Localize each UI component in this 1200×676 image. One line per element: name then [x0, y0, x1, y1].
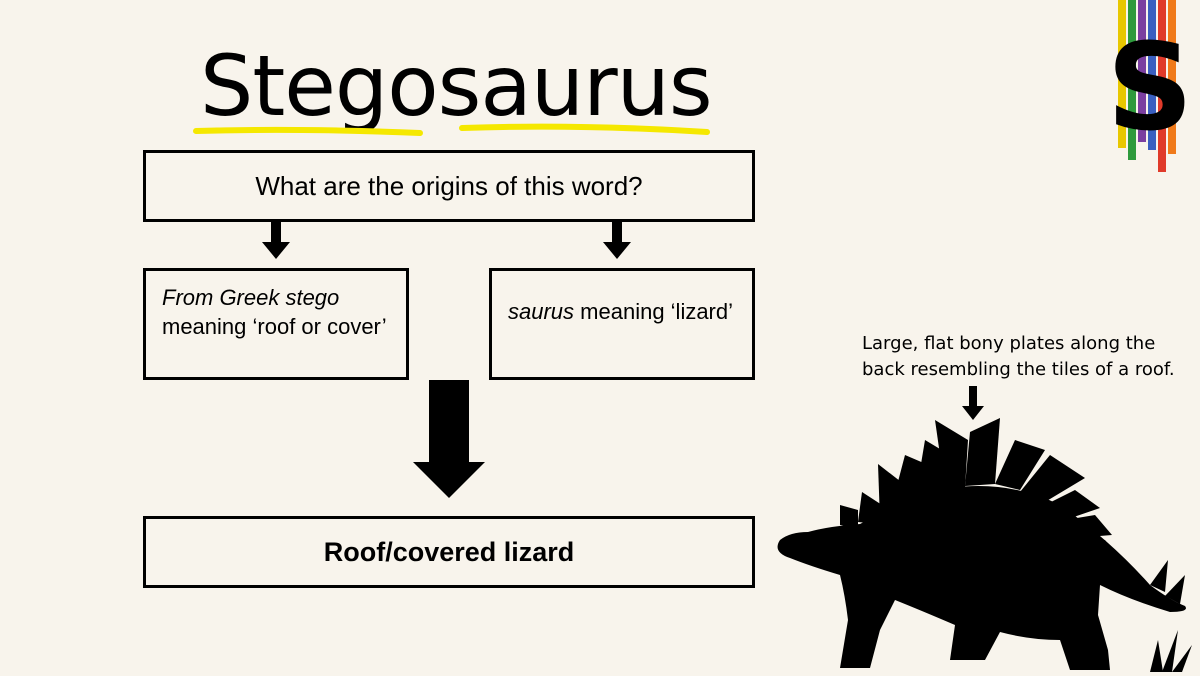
origin-box-saurus: saurus meaning ‘lizard’ [489, 268, 755, 380]
brand-s-logo [1118, 0, 1176, 172]
result-text: Roof/covered lizard [323, 536, 575, 567]
stego-highlight-underline [193, 126, 423, 136]
annotation-arrow-icon [962, 386, 984, 420]
origin-saurus-italic: saurus [508, 299, 575, 324]
arrow-down-right-icon [603, 222, 631, 259]
question-box: What are the origins of this word? [143, 150, 755, 222]
question-text: What are the origins of this word? [255, 170, 643, 201]
plates-annotation: Large, flat bony plates along the back r… [862, 333, 1175, 380]
result-box: Roof/covered lizard [143, 516, 755, 588]
origin-stego-text: meaning ‘roof or cover’ [162, 314, 387, 339]
origin-saurus-text: meaning ‘lizard’ [574, 299, 734, 324]
stegosaurus-silhouette-icon [777, 418, 1192, 672]
arrow-down-large-icon [413, 380, 485, 498]
origin-box-stego: From Greek stego meaning ‘roof or cover’ [143, 268, 409, 380]
brand-logo-letter: S [1106, 19, 1194, 158]
arrow-down-left-icon [262, 222, 290, 259]
page-title: Stegosaurus [200, 37, 713, 135]
origin-stego-italic: From Greek stego [162, 285, 340, 310]
saurus-highlight-underline [459, 123, 710, 135]
